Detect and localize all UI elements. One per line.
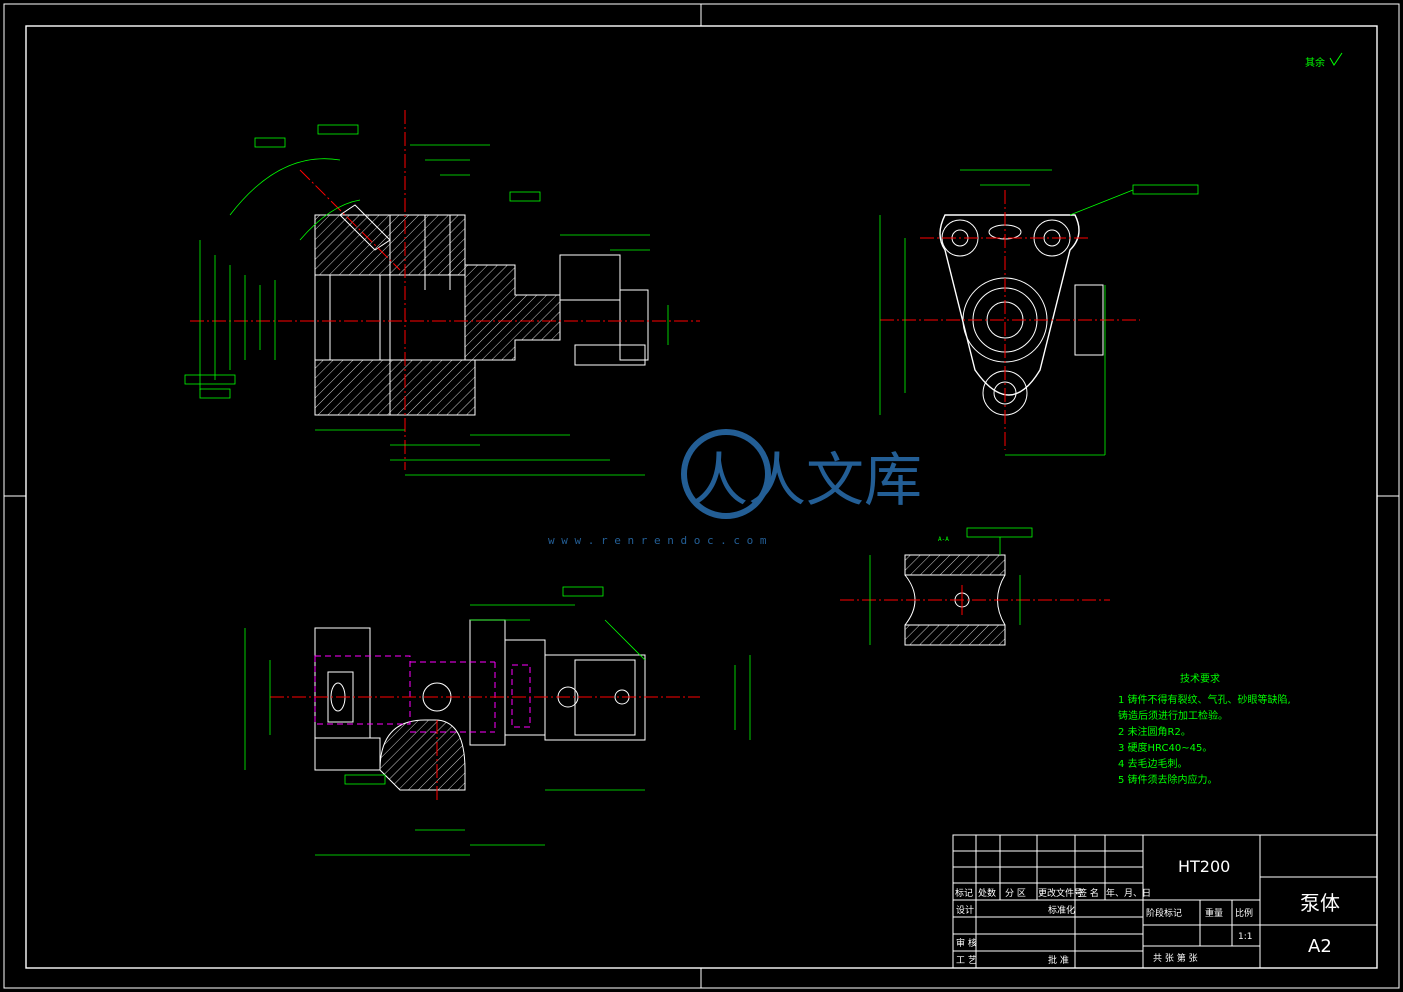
top-view <box>244 586 751 856</box>
tb-review: 审 核 <box>956 937 977 949</box>
tb-scale: 1:1 <box>1238 932 1252 942</box>
watermark: 人人文库 w w w . r e n r e n d o c . c o m <box>548 429 922 547</box>
tb-sheets: 共 张 第 张 <box>1153 952 1198 964</box>
tb-header-sign: 签 名 <box>1078 887 1099 899</box>
watermark-url: w w w . r e n r e n d o c . c o m <box>548 534 767 547</box>
tb-header-mark: 标记 <box>955 887 973 899</box>
front-section-view <box>184 110 700 476</box>
section-label: A-A <box>938 536 949 543</box>
tb-stage-mark: 阶段标记 <box>1146 907 1182 919</box>
tech-req-item-5: 5 铸件须去除内应力。 <box>1118 773 1218 786</box>
tb-header-zone: 分 区 <box>1005 888 1026 899</box>
tb-standardization: 标准化 <box>1048 904 1075 916</box>
watermark-brand: 人人文库 <box>690 446 922 514</box>
tech-req-item-2: 2 未注圆角R2。 <box>1118 725 1191 738</box>
surface-finish-label: 其余 <box>1305 56 1325 69</box>
tb-header-count: 处数 <box>978 887 996 899</box>
title-block <box>952 834 1378 969</box>
tech-req-item-4: 4 去毛边毛刺。 <box>1118 758 1188 770</box>
tb-weight: 重量 <box>1205 907 1223 919</box>
tb-ratio: 比例 <box>1235 907 1253 919</box>
technical-requirements: 技术要求 1 铸件不得有裂纹、气孔、砂眼等缺陷, 铸造后须进行加工检验。 2 未… <box>1118 672 1291 786</box>
tb-approve: 批 准 <box>1048 954 1069 966</box>
tb-design: 设计 <box>956 904 974 916</box>
tech-req-item-1b: 铸造后须进行加工检验。 <box>1118 709 1228 722</box>
tb-material: HT200 <box>1178 857 1230 876</box>
tb-sheet-size: A2 <box>1308 936 1332 957</box>
tech-req-item-3: 3 硬度HRC40~45。 <box>1118 741 1212 754</box>
tb-header-doc: 更改文件号 <box>1038 887 1083 899</box>
tech-req-item-1: 1 铸件不得有裂纹、气孔、砂眼等缺陷, <box>1118 693 1291 706</box>
surface-finish-note: 其余 <box>1305 52 1343 69</box>
drawing-frame <box>3 3 1400 989</box>
tb-process: 工 艺 <box>956 955 977 966</box>
tb-header-date: 年、月、日 <box>1106 887 1151 899</box>
tech-req-title: 技术要求 <box>1180 672 1220 685</box>
section-a-a: A-A <box>840 527 1110 646</box>
title-block-text: 标记 处数 分 区 更改文件号 签 名 年、月、日 设计 标准化 审 核 工 艺… <box>955 857 1340 966</box>
tb-part-name: 泵体 <box>1300 891 1340 915</box>
side-view <box>879 169 1199 456</box>
